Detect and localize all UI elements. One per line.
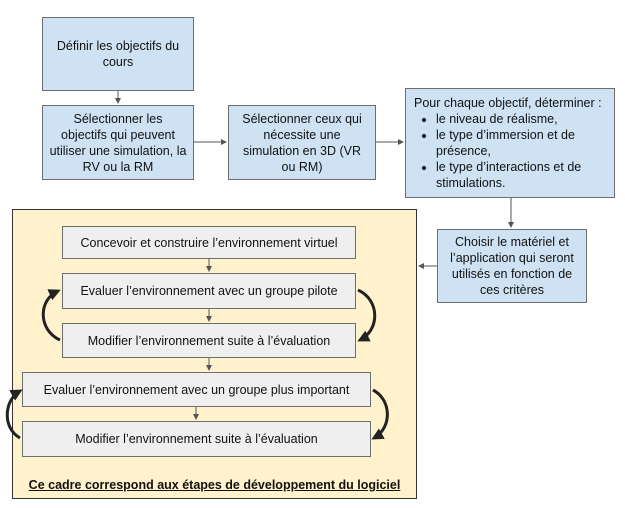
frame-step-large-eval: Evaluer l’environnement avec un groupe p… [22, 372, 371, 407]
frame-step-label: Concevoir et construire l’environnement … [80, 235, 338, 250]
frame-step-label: Modifier l’environnement suite à l’évalu… [75, 432, 318, 446]
for-each-objective-box: Pour chaque objectif, déterminer : le ni… [405, 88, 615, 198]
select-3d-label: Sélectionner ceux qui nécessite une simu… [242, 111, 362, 174]
criteria-item: le type d’immersion et de présence, [436, 127, 606, 159]
frame-step-label: Modifier l’environnement suite à l’évalu… [87, 333, 331, 348]
frame-step-modify-1: Modifier l’environnement suite à l’évalu… [62, 323, 356, 358]
loop-arrow-right-2 [371, 388, 389, 440]
criteria-list: le niveau de réalisme, le type d’immersi… [414, 111, 606, 191]
frame-caption: Ce cadre correspond aux étapes de dévelo… [28, 478, 401, 492]
for-each-objective-heading: Pour chaque objectif, déterminer : [414, 96, 602, 110]
loop-arrow-left-2 [5, 389, 23, 440]
frame-step-label: Evaluer l’environnement avec un groupe p… [80, 284, 338, 298]
select-objectives-box: Sélectionner les objectifs qui peuvent u… [42, 105, 194, 180]
frame-step-modify-2: Modifier l’environnement suite à l’évalu… [22, 421, 371, 457]
select-objectives-label: Sélectionner les objectifs qui peuvent u… [49, 111, 187, 174]
criteria-item: le type d’interactions et de stimulation… [436, 159, 606, 191]
select-3d-box: Sélectionner ceux qui nécessite une simu… [228, 105, 376, 180]
criteria-item: le niveau de réalisme, [436, 111, 606, 127]
choose-material-box: Choisir le matériel et l’application qui… [437, 229, 587, 303]
choose-material-label: Choisir le matériel et l’application qui… [450, 235, 574, 297]
loop-arrow-right-1 [357, 288, 377, 342]
frame-step-pilot-eval: Evaluer l’environnement avec un groupe p… [62, 273, 356, 309]
define-objectives-box: Définir les objectifs du cours [42, 17, 194, 91]
loop-arrow-left-1 [41, 289, 61, 342]
frame-step-label: Evaluer l’environnement avec un groupe p… [43, 382, 350, 397]
define-objectives-label: Définir les objectifs du cours [56, 39, 180, 69]
frame-step-design: Concevoir et construire l’environnement … [62, 226, 356, 259]
